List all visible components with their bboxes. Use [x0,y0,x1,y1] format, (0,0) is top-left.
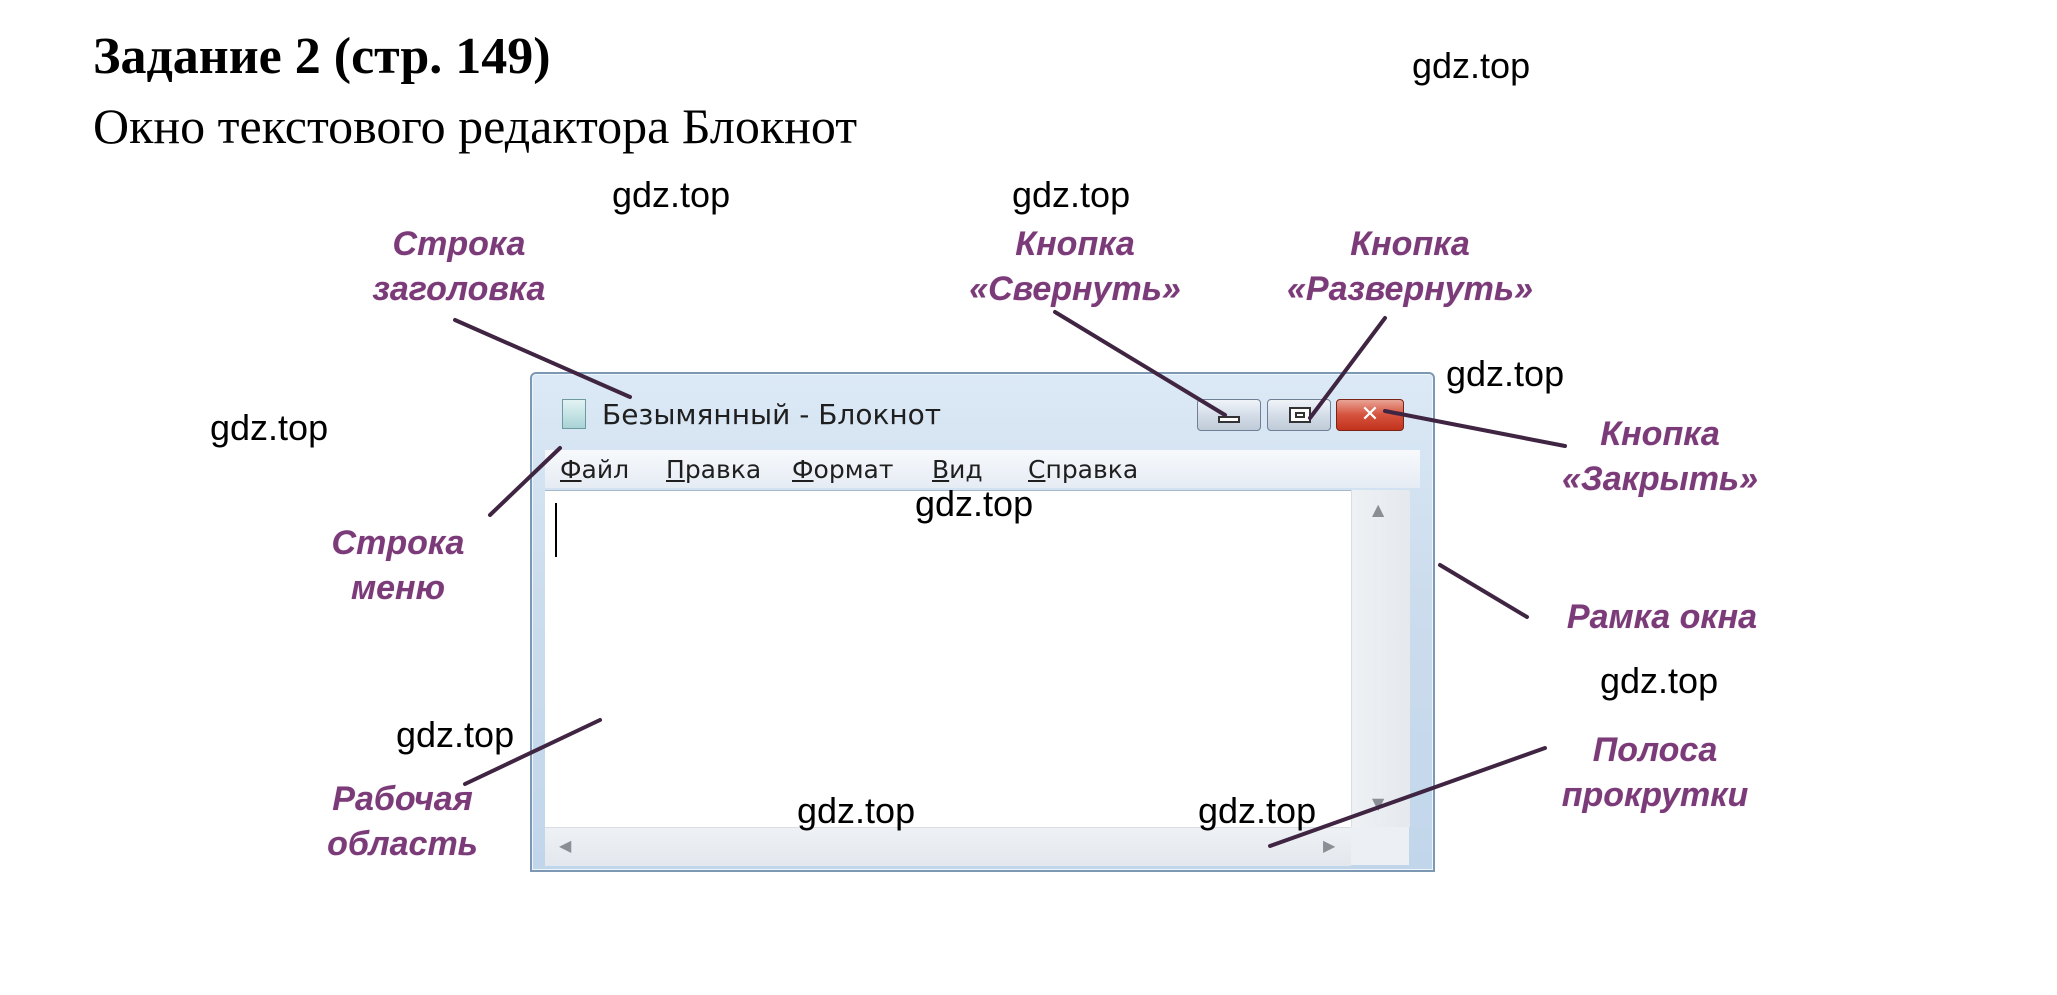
notepad-window: Безымянный - Блокнот ✕ Файл Правка Форма… [530,372,1435,872]
watermark: gdz.top [1198,790,1317,831]
resize-grip-icon[interactable] [1351,827,1409,865]
notepad-app-icon [562,399,586,429]
watermark: gdz.top [612,174,731,215]
minimize-icon [1218,416,1240,423]
notepad-menu-bar: Файл Правка Формат Вид Справка [545,450,1420,488]
menu-item-help[interactable]: Справка [1028,455,1139,484]
notepad-title-bar: Безымянный - Блокнот ✕ [532,374,1433,434]
maximize-button[interactable] [1267,399,1331,431]
watermark: gdz.top [210,407,329,448]
watermark: gdz.top [1012,174,1131,215]
notepad-text-area[interactable] [545,490,1351,828]
maximize-icon [1289,407,1311,423]
callout-maximize-button: Кнопка«Развернуть» [1287,225,1533,308]
scroll-left-arrow-icon[interactable]: ◀ [559,836,572,855]
task-subtitle: Окно текстового редактора Блокнот [93,98,858,154]
watermark: gdz.top [1600,660,1719,701]
vertical-scrollbar[interactable]: ▲ ▼ [1351,490,1410,827]
task-title: Задание 2 (стр. 149) [93,28,551,85]
watermark: gdz.top [1446,353,1565,394]
callout-minimize-button: Кнопка«Свернуть» [969,225,1181,308]
minimize-button[interactable] [1197,399,1261,431]
leader-line-window-frame [1438,563,1529,619]
horizontal-scrollbar[interactable]: ◀ ▶ [545,827,1351,866]
callout-window-frame: Рамка окна [1566,598,1758,636]
text-caret [555,503,557,557]
scroll-right-arrow-icon[interactable]: ▶ [1323,836,1336,855]
watermark: gdz.top [797,790,916,831]
menu-item-format[interactable]: Формат [792,455,894,484]
menu-item-view[interactable]: Вид [932,455,983,484]
callout-close-button: Кнопка«Закрыть» [1561,415,1759,498]
scroll-down-arrow-icon[interactable]: ▼ [1372,794,1385,813]
menu-item-file[interactable]: Файл [560,455,630,484]
watermark: gdz.top [1412,45,1531,86]
scroll-up-arrow-icon[interactable]: ▲ [1372,500,1385,519]
menu-item-edit[interactable]: Правка [666,455,762,484]
close-button[interactable]: ✕ [1336,399,1404,431]
watermark: gdz.top [915,483,1034,524]
close-icon: ✕ [1360,402,1380,427]
watermark: gdz.top [396,714,515,755]
notepad-window-title: Безымянный - Блокнот [602,398,942,431]
